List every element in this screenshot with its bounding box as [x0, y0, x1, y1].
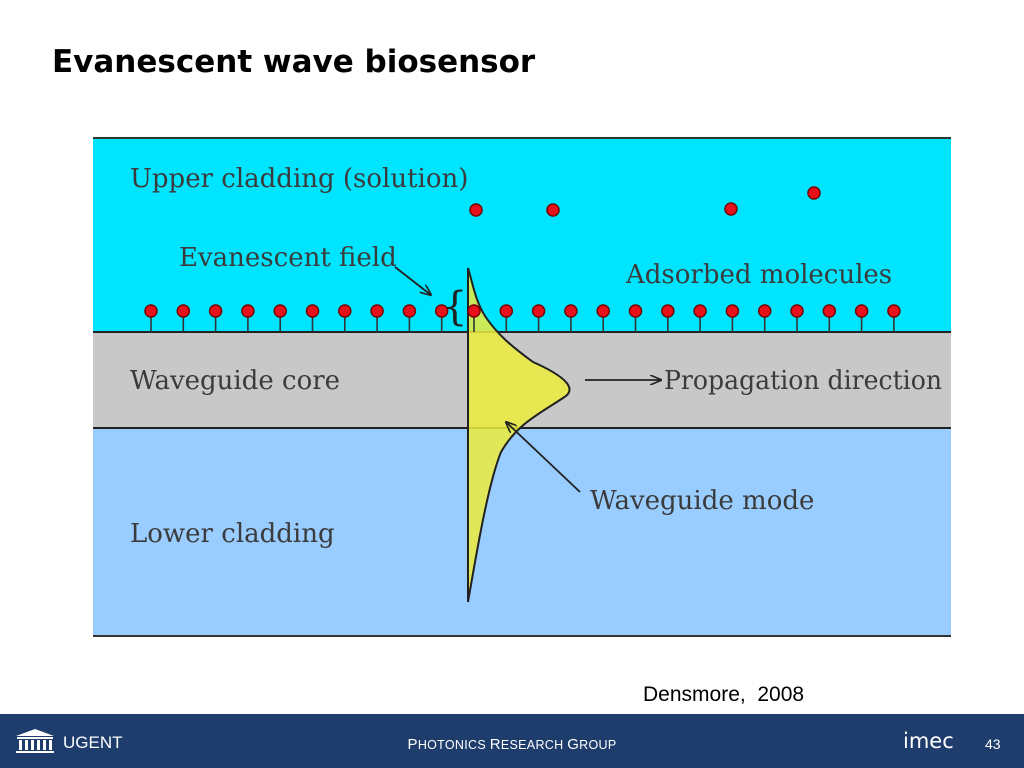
adsorbed-molecule [305, 304, 320, 332]
adsorbed-molecules-row [144, 304, 901, 332]
adsorbed-molecule [241, 304, 255, 332]
upper-cladding-label: Upper cladding (solution) [130, 164, 468, 194]
evanescent-field-brace: { [442, 284, 467, 330]
ugent-logo-text: UGENT [63, 733, 123, 752]
adsorbed-molecule [499, 304, 514, 332]
waveguide-mode-label: Waveguide mode [590, 486, 814, 516]
waveguide-mode-profile [467, 267, 571, 603]
adsorbed-molecule [467, 304, 481, 332]
adsorbed-molecule [208, 304, 223, 332]
adsorbed-molecule [757, 304, 772, 332]
adsorbed-molecule [402, 304, 417, 332]
page-number: 43 [985, 736, 1001, 752]
upper-cladding-layer [93, 138, 951, 332]
evanescent-biosensor-diagram: { Upper cladding (solution) Evanescent f… [93, 134, 951, 640]
adsorbed-molecule [661, 304, 675, 332]
adsorbed-molecule [531, 304, 546, 332]
adsorbed-molecule [693, 304, 707, 332]
adsorbed-molecule [273, 304, 287, 332]
adsorbed-molecule [338, 304, 352, 332]
ugent-building-icon [14, 728, 56, 759]
adsorbed-molecule [434, 304, 449, 332]
lower-cladding-label: Lower cladding [130, 519, 335, 549]
evanescent-field-pointer [394, 266, 431, 295]
footer-bar: UGENT PHOTONICS RESEARCH GROUP imec 43 [0, 714, 1024, 768]
adsorbed-molecule [854, 304, 869, 332]
lower-cladding-layer [93, 428, 951, 636]
free-molecule [469, 203, 483, 217]
adsorbed-molecule [790, 304, 804, 332]
adsorbed-molecule [144, 304, 158, 332]
adsorbed-molecule [564, 304, 578, 332]
adsorbed-molecule [370, 304, 384, 332]
free-molecule [546, 203, 560, 217]
adsorbed-molecule [176, 304, 191, 332]
free-molecules [469, 186, 821, 217]
evanescent-field-label: Evanescent field [179, 243, 397, 273]
slide-title: Evanescent wave biosensor [52, 44, 536, 80]
propagation-direction-label: Propagation direction [664, 366, 942, 396]
adsorbed-molecule [887, 304, 901, 332]
adsorbed-molecule [628, 304, 643, 332]
adsorbed-molecule [725, 304, 740, 332]
waveguide-mode-pointer [506, 422, 581, 493]
free-molecule [724, 202, 738, 216]
adsorbed-molecule [596, 304, 610, 332]
adsorbed-molecule [822, 304, 837, 332]
imec-logo: imec [903, 729, 954, 753]
research-group-name: PHOTONICS RESEARCH GROUP [407, 736, 617, 753]
waveguide-core-label: Waveguide core [130, 366, 340, 396]
adsorbed-molecules-label: Adsorbed molecules [625, 260, 892, 290]
citation: Densmore, 2008 [643, 683, 805, 706]
free-molecule [807, 186, 821, 200]
